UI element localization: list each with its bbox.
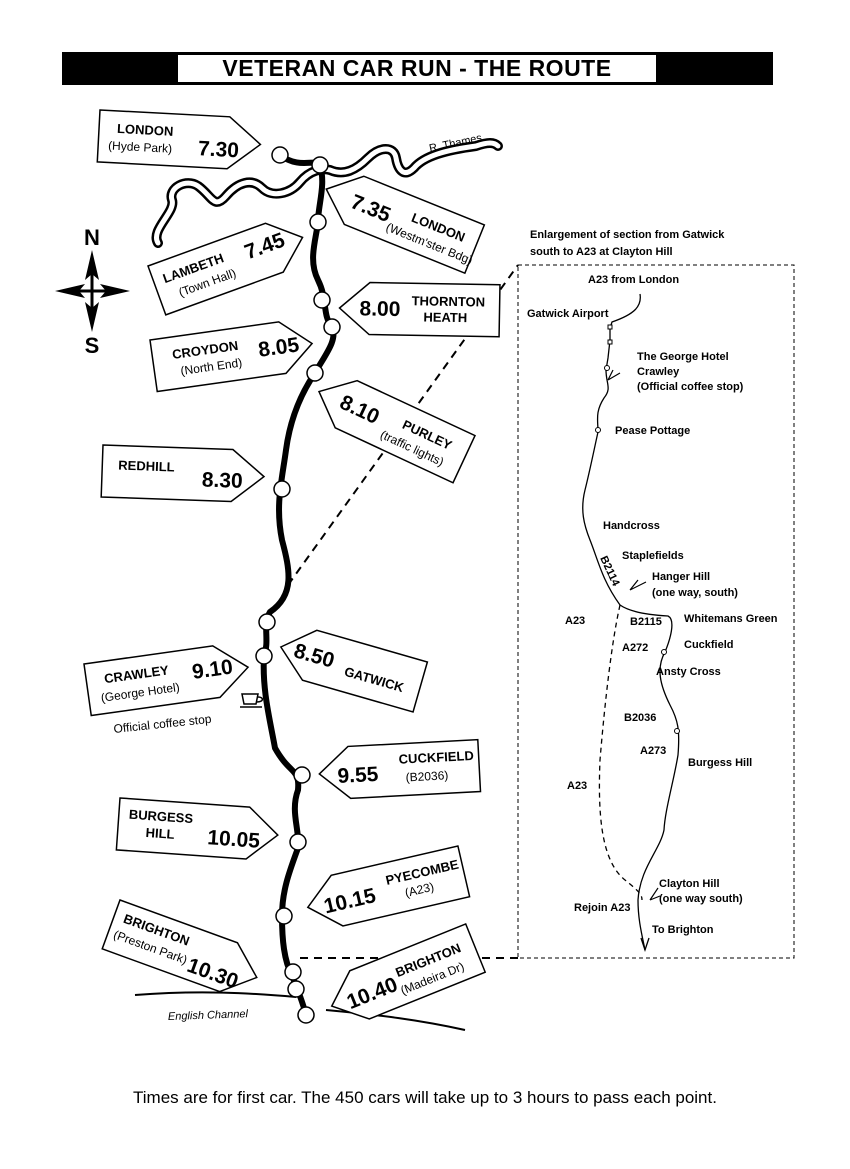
svg-text:CUCKFIELD: CUCKFIELD <box>398 748 474 767</box>
stop-circle <box>311 156 329 174</box>
svg-text:THORNTON: THORNTON <box>412 293 486 309</box>
arrow-icon <box>649 887 661 901</box>
svg-text:10.05: 10.05 <box>207 826 261 853</box>
svg-text:9.10: 9.10 <box>191 655 235 683</box>
inset-a23-route <box>582 293 680 951</box>
svg-text:8.30: 8.30 <box>201 468 243 492</box>
stop-circle <box>323 318 341 336</box>
svg-text:(one way, south): (one way, south) <box>652 587 738 599</box>
svg-text:LONDON: LONDON <box>117 121 174 139</box>
sign-brighton-madeira-drive: 10.40 BRIGHTON (Madeira Dr) <box>330 922 487 1020</box>
svg-text:(A23): (A23) <box>404 880 436 900</box>
stop-circle <box>271 146 289 164</box>
stop-circle <box>284 963 302 981</box>
svg-text:Rejoin A23: Rejoin A23 <box>574 902 630 914</box>
inset-heading-line1: Enlargement of section from Gatwick <box>530 229 725 241</box>
svg-text:A273: A273 <box>640 745 666 757</box>
compass-arrows-icon <box>55 250 130 332</box>
svg-text:B2036: B2036 <box>624 712 656 724</box>
inset-frame <box>517 264 795 959</box>
svg-text:9.55: 9.55 <box>337 763 379 788</box>
svg-text:HEATH: HEATH <box>423 309 467 325</box>
svg-text:Staplefields: Staplefields <box>622 550 684 562</box>
sign-redhill: REDHILL 8.30 <box>100 444 266 503</box>
stop-circle <box>313 291 331 309</box>
svg-text:BURGESS: BURGESS <box>128 807 194 826</box>
compass-rose: N S <box>55 225 130 358</box>
inset-a23-dashed <box>598 604 643 901</box>
sign-london-hyde-park: LONDON (Hyde Park) 7.30 <box>96 109 262 170</box>
sign-croydon: CROYDON (North End) 8.05 <box>149 321 314 393</box>
stop-circle <box>255 647 273 665</box>
svg-text:(Official coffee stop): (Official coffee stop) <box>637 381 744 393</box>
svg-text:A23: A23 <box>565 615 585 627</box>
stop-circle <box>287 980 305 998</box>
svg-text:8.05: 8.05 <box>257 333 301 362</box>
stop-circle <box>289 833 307 851</box>
svg-text:To Brighton: To Brighton <box>652 924 714 936</box>
svg-text:B2115: B2115 <box>630 616 662 628</box>
coffee-note: Official coffee stop <box>113 712 213 736</box>
sign-brighton-preston-park: BRIGHTON (Preston Park) 10.30 <box>101 899 258 993</box>
svg-text:(one way south): (one way south) <box>659 893 743 905</box>
stop-circle <box>258 613 276 631</box>
page-title: VETERAN CAR RUN - THE ROUTE <box>177 54 657 83</box>
svg-text:Pease Pottage: Pease Pottage <box>615 425 690 437</box>
sign-purley: 8.10 PURLEY (traffic lights) <box>317 379 477 484</box>
sea-label: English Channel <box>168 1008 249 1023</box>
stop-circle <box>275 907 293 925</box>
inset-heading-line2: south to A23 at Clayton Hill <box>530 246 673 258</box>
footnote: Times are for first car. The 450 cars wi… <box>133 1088 717 1107</box>
stop-circle <box>293 766 311 784</box>
svg-text:Handcross: Handcross <box>603 520 660 532</box>
arrow-icon <box>629 579 647 591</box>
coffee-cup-icon <box>240 693 264 708</box>
stop-circle <box>306 364 324 382</box>
svg-text:Burgess Hill: Burgess Hill <box>688 757 752 769</box>
svg-text:7.30: 7.30 <box>198 137 240 162</box>
svg-text:Gatwick Airport: Gatwick Airport <box>527 308 609 320</box>
sign-thornton-heath: 8.00 THORNTON HEATH <box>338 281 501 338</box>
arrow-down-icon <box>640 937 650 953</box>
sign-gatwick: 8.50 GATWICK <box>279 629 429 713</box>
svg-text:A23: A23 <box>567 780 587 792</box>
svg-text:Hanger Hill: Hanger Hill <box>652 571 710 583</box>
svg-text:HILL: HILL <box>145 825 175 842</box>
svg-text:A272: A272 <box>622 642 648 654</box>
sign-london-westminster: 7.35 LONDON (Westm'ster Bdg) <box>325 175 486 275</box>
stop-circle <box>309 213 327 231</box>
svg-text:Whitemans Green: Whitemans Green <box>684 613 778 625</box>
svg-text:(B2036): (B2036) <box>405 768 448 784</box>
svg-text:Ansty Cross: Ansty Cross <box>656 666 721 678</box>
route-stops <box>255 146 341 1024</box>
stop-circle <box>297 1006 315 1024</box>
sign-pyecombe: 10.15 PYECOMBE (A23) <box>306 845 471 927</box>
svg-text:(Hyde Park): (Hyde Park) <box>108 138 173 155</box>
svg-text:8.00: 8.00 <box>359 297 400 321</box>
compass-south: S <box>85 333 100 358</box>
svg-text:Crawley: Crawley <box>637 366 680 378</box>
coastline <box>134 991 466 1031</box>
svg-text:A23 from London: A23 from London <box>588 274 679 286</box>
main-route <box>260 152 337 1018</box>
sign-lambeth: LAMBETH (Town Hall) 7.45 <box>147 222 304 316</box>
sign-cuckfield: 9.55 CUCKFIELD (B2036) <box>318 738 482 800</box>
svg-text:The George Hotel: The George Hotel <box>637 351 729 363</box>
sign-burgess-hill: BURGESS HILL 10.05 <box>115 797 279 860</box>
stop-circle <box>273 480 291 498</box>
arrow-icon <box>607 369 621 381</box>
compass-north: N <box>84 225 100 250</box>
svg-text:REDHILL: REDHILL <box>118 458 175 475</box>
svg-text:Cuckfield: Cuckfield <box>684 639 734 651</box>
inset-map: Enlargement of section from Gatwick sout… <box>517 229 795 959</box>
svg-text:Clayton Hill: Clayton Hill <box>659 878 720 890</box>
sign-crawley: CRAWLEY (George Hotel) 9.10 <box>83 645 250 717</box>
